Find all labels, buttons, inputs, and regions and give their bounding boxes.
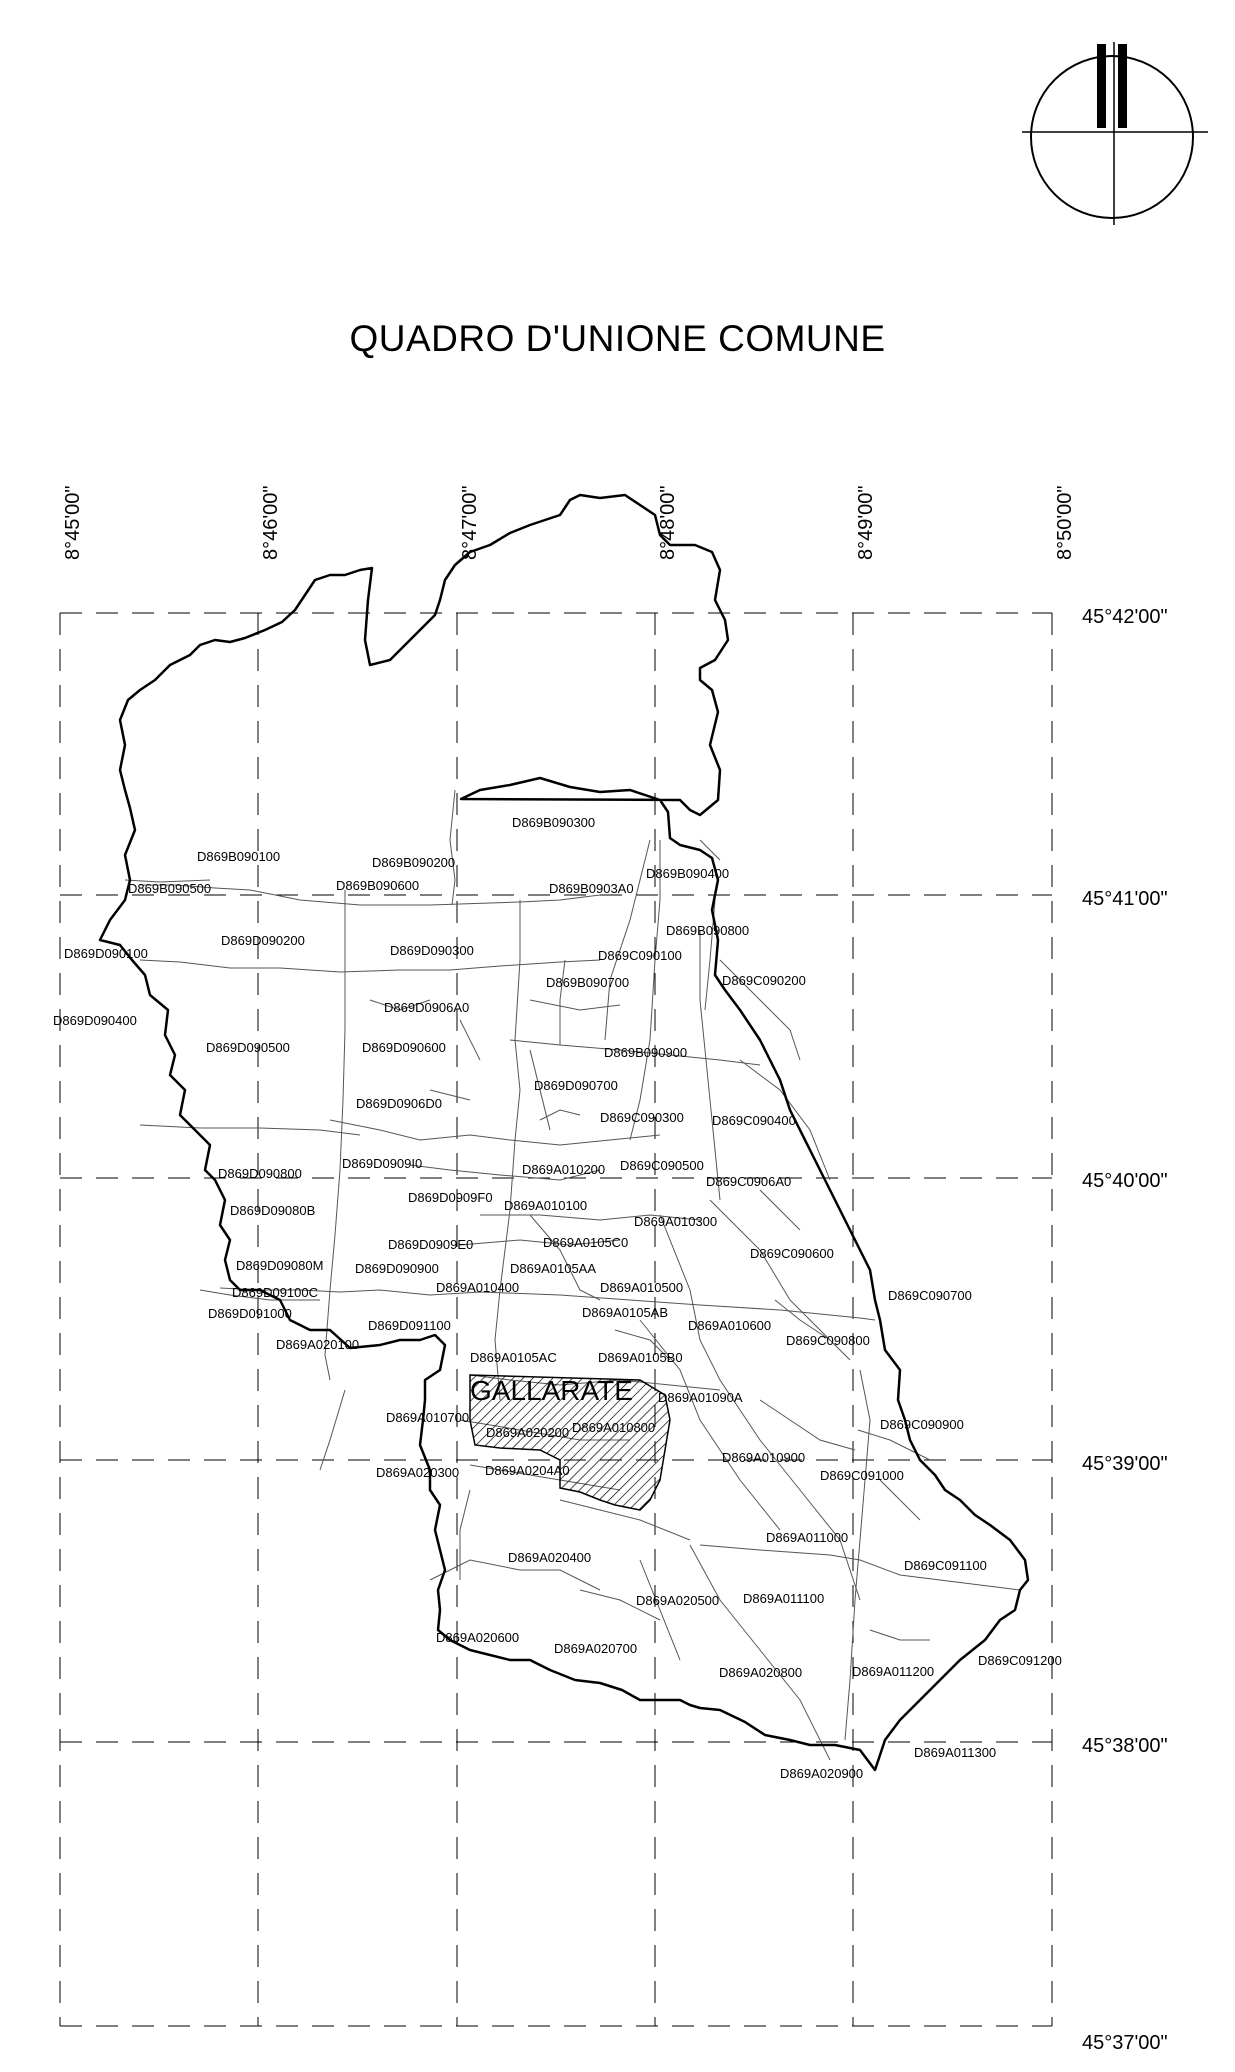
sheet-label: D869B0903A0 [549,881,634,896]
sheet-label: D869C091000 [820,1468,904,1483]
sheet-label: D869D090600 [362,1040,446,1055]
sheet-label: D869B090600 [336,878,419,893]
sheet-label: D869A020200 [486,1425,569,1440]
sheet-label: D869D0909I0 [342,1156,422,1171]
sheet-label: D869D090800 [218,1166,302,1181]
sheet-label: D869D0906A0 [384,1000,469,1015]
sheet-label: D869C090700 [888,1288,972,1303]
page-title: QUADRO D'UNIONE COMUNE [349,318,886,359]
sheet-labels: D869B090100 D869B090200 D869B090300 D869… [53,815,1062,1781]
sheet-label: D869D091100 [368,1318,451,1333]
sheet-label: D869B090300 [512,815,595,830]
sheet-label: D869C090800 [786,1333,870,1348]
sheet-label: D869B090400 [646,866,729,881]
sheet-label: D869A010300 [634,1214,717,1229]
longitude-label: 8°46'00" [260,485,282,560]
town-name: GALLARATE [470,1375,633,1406]
sheet-label: D869B090800 [666,923,749,938]
sheet-label: D869D090300 [390,943,474,958]
sheet-label: D869D09080B [230,1203,315,1218]
sheet-label: D869A020500 [636,1593,719,1608]
sheet-label: D869A010100 [504,1198,587,1213]
sheet-label: D869C090500 [620,1158,704,1173]
sheet-label: D869A020800 [719,1665,802,1680]
sheet-label: D869D0906D0 [356,1096,442,1111]
sheet-label: D869A0105C0 [543,1235,628,1250]
sheet-label: D869A020300 [376,1465,459,1480]
sheet-label: D869A01090A [658,1390,743,1405]
north-arrow-icon [1022,42,1208,225]
sheet-label: D869A011200 [852,1664,934,1679]
longitude-label: 8°49'00" [855,485,877,560]
sheet-label: D869A011000 [766,1530,848,1545]
sheet-label: D869A0105B0 [598,1350,683,1365]
sheet-label: D869B090900 [604,1045,687,1060]
graticule [59,612,1053,2027]
sheet-label: D869C091200 [978,1653,1062,1668]
sheet-label: D869A0105AA [510,1261,596,1276]
sheet-label: D869D090900 [355,1261,439,1276]
sheet-label: D869D090200 [221,933,305,948]
sheet-label: D869A0105AC [470,1350,557,1365]
sheet-label: D869A020900 [780,1766,863,1781]
sheet-label: D869C090100 [598,948,682,963]
sheet-label: D869C091100 [904,1558,987,1573]
municipality-boundary [98,493,1030,1772]
sheet-label: D869A010800 [572,1420,655,1435]
longitude-label: 8°47'00" [459,485,481,560]
sheet-label: D869A011100 [743,1591,824,1606]
sheet-label: D869B090100 [197,849,280,864]
sheet-label: D869B090500 [128,881,211,896]
sheet-label: D869A020400 [508,1550,591,1565]
sheet-label: D869D091000 [208,1306,292,1321]
longitude-label: 8°50'00" [1054,485,1076,560]
sheet-label: D869A010500 [600,1280,683,1295]
longitude-label: 8°48'00" [657,485,679,560]
sheet-label: D869A010200 [522,1162,605,1177]
sheet-label: D869C090400 [712,1113,796,1128]
latitude-label: 45°41'00" [1082,888,1168,910]
sheet-label: D869C090600 [750,1246,834,1261]
sheet-label: D869A010600 [688,1318,771,1333]
longitude-label: 8°45'00" [62,485,84,560]
latitude-label: 45°40'00" [1082,1170,1168,1192]
sheet-label: D869A011300 [914,1745,996,1760]
sheet-label: D869A020700 [554,1641,637,1656]
sheet-label: D869C090200 [722,973,806,988]
sheet-label: D869A020600 [436,1630,519,1645]
sheet-label: D869B090700 [546,975,629,990]
urban-hatched-area [469,1374,671,1511]
sheet-label: D869D090100 [64,946,148,961]
sheet-label: D869C090300 [600,1110,684,1125]
sheet-label: D869A010900 [722,1450,805,1465]
latitude-label: 45°38'00" [1082,1735,1168,1757]
latitude-label: 45°39'00" [1082,1453,1168,1475]
sheet-label: D869C0906A0 [706,1174,791,1189]
sheet-label: D869D0909F0 [408,1190,493,1205]
sheet-label: D869D09080M [236,1258,323,1273]
sheet-label: D869D09100C [232,1285,318,1300]
sheet-label: D869C090900 [880,1417,964,1432]
sheet-boundaries [124,789,1021,1761]
sheet-label: D869D090400 [53,1013,137,1028]
latitude-label: 45°37'00" [1082,2032,1168,2054]
sheet-label: D869D090500 [206,1040,290,1055]
sheet-label: D869A0204A0 [485,1463,570,1478]
sheet-label: D869D090700 [534,1078,618,1093]
sheet-label: D869A0105AB [582,1305,668,1320]
sheet-label: D869D0909E0 [388,1237,473,1252]
latitude-label: 45°42'00" [1082,606,1168,628]
sheet-label: D869A020100 [276,1337,359,1352]
sheet-label: D869A010700 [386,1410,469,1425]
sheet-label: D869A010400 [436,1280,519,1295]
sheet-label: D869B090200 [372,855,455,870]
